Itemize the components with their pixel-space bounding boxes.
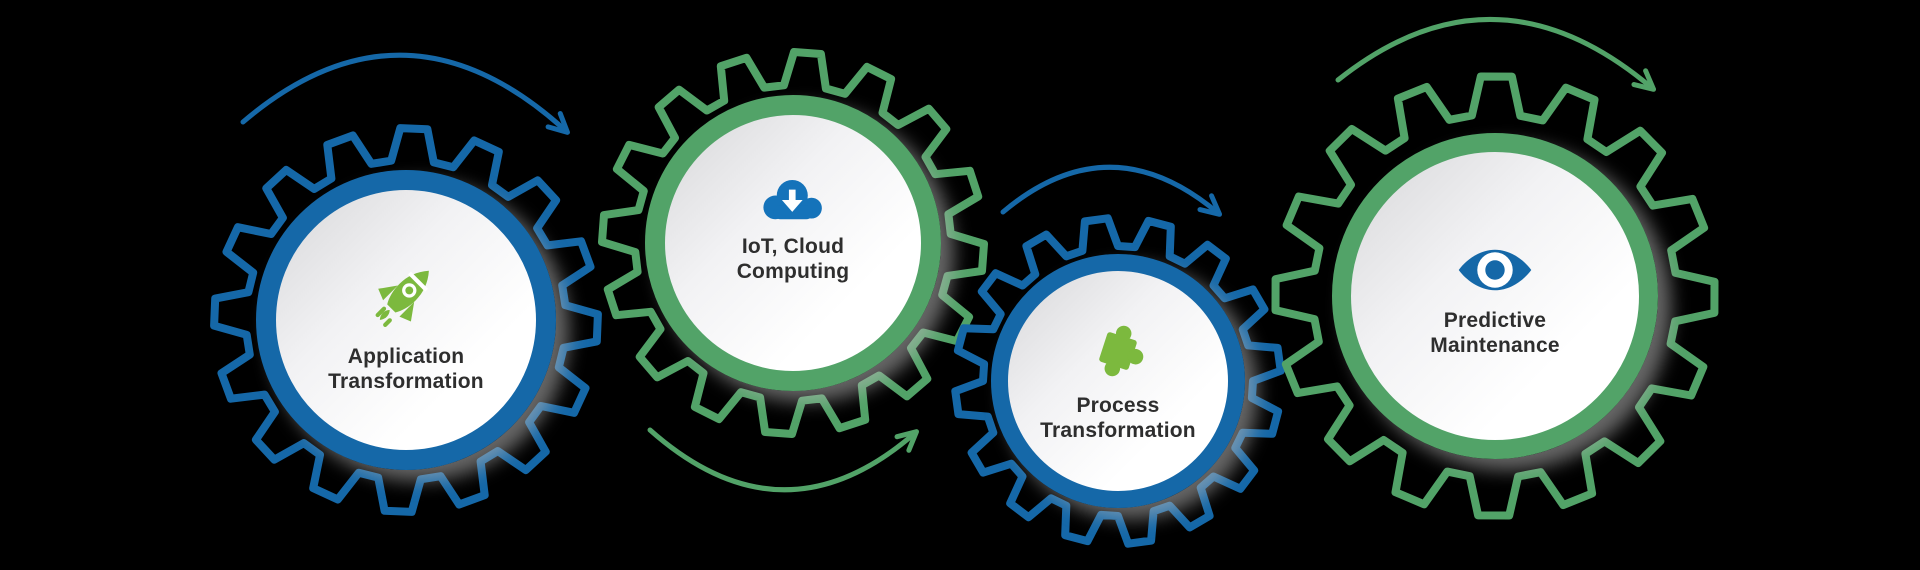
eye-icon	[1458, 249, 1532, 290]
gear-outline-iot-cloud-computing	[598, 48, 988, 438]
gear-circle-process-transformation: Process Transformation	[991, 254, 1245, 508]
gear-circle-application-transformation: Application Transformation	[256, 170, 556, 470]
gear-outline-process-transformation	[951, 214, 1285, 548]
gear-label-process-transformation: Process Transformation	[1040, 393, 1196, 443]
label-line: Application	[347, 344, 465, 368]
puzzle-icon	[1099, 325, 1144, 376]
label-line: Transformation	[328, 369, 484, 393]
gear-outline-predictive-maintenance	[1271, 72, 1719, 520]
gear-circle-iot-cloud-computing: IoT, Cloud Computing	[645, 95, 941, 391]
label-line: Transformation	[1040, 418, 1196, 442]
gear-label-iot-cloud-computing: IoT, Cloud Computing	[737, 234, 850, 284]
label-line: Computing	[736, 260, 850, 283]
label-line: Predictive	[1443, 308, 1547, 332]
rotation-arrow-4	[1335, 17, 1657, 92]
label-line: Process	[1076, 393, 1160, 417]
gear-outline-application-transformation	[210, 124, 602, 516]
rocket-icon	[375, 270, 429, 327]
label-line: Maintenance	[1430, 333, 1560, 357]
gear-circle-predictive-maintenance: Predictive Maintenance	[1332, 133, 1658, 459]
rotation-arrow-3	[1000, 164, 1223, 217]
rotation-arrow-2	[647, 427, 920, 493]
rotation-arrow-1	[240, 52, 570, 135]
gear-label-application-transformation: Application Transformation	[328, 344, 484, 394]
label-line: IoT, Cloud	[741, 235, 845, 258]
cloud-download-icon	[763, 180, 822, 220]
gear-label-predictive-maintenance: Predictive Maintenance	[1430, 308, 1559, 358]
